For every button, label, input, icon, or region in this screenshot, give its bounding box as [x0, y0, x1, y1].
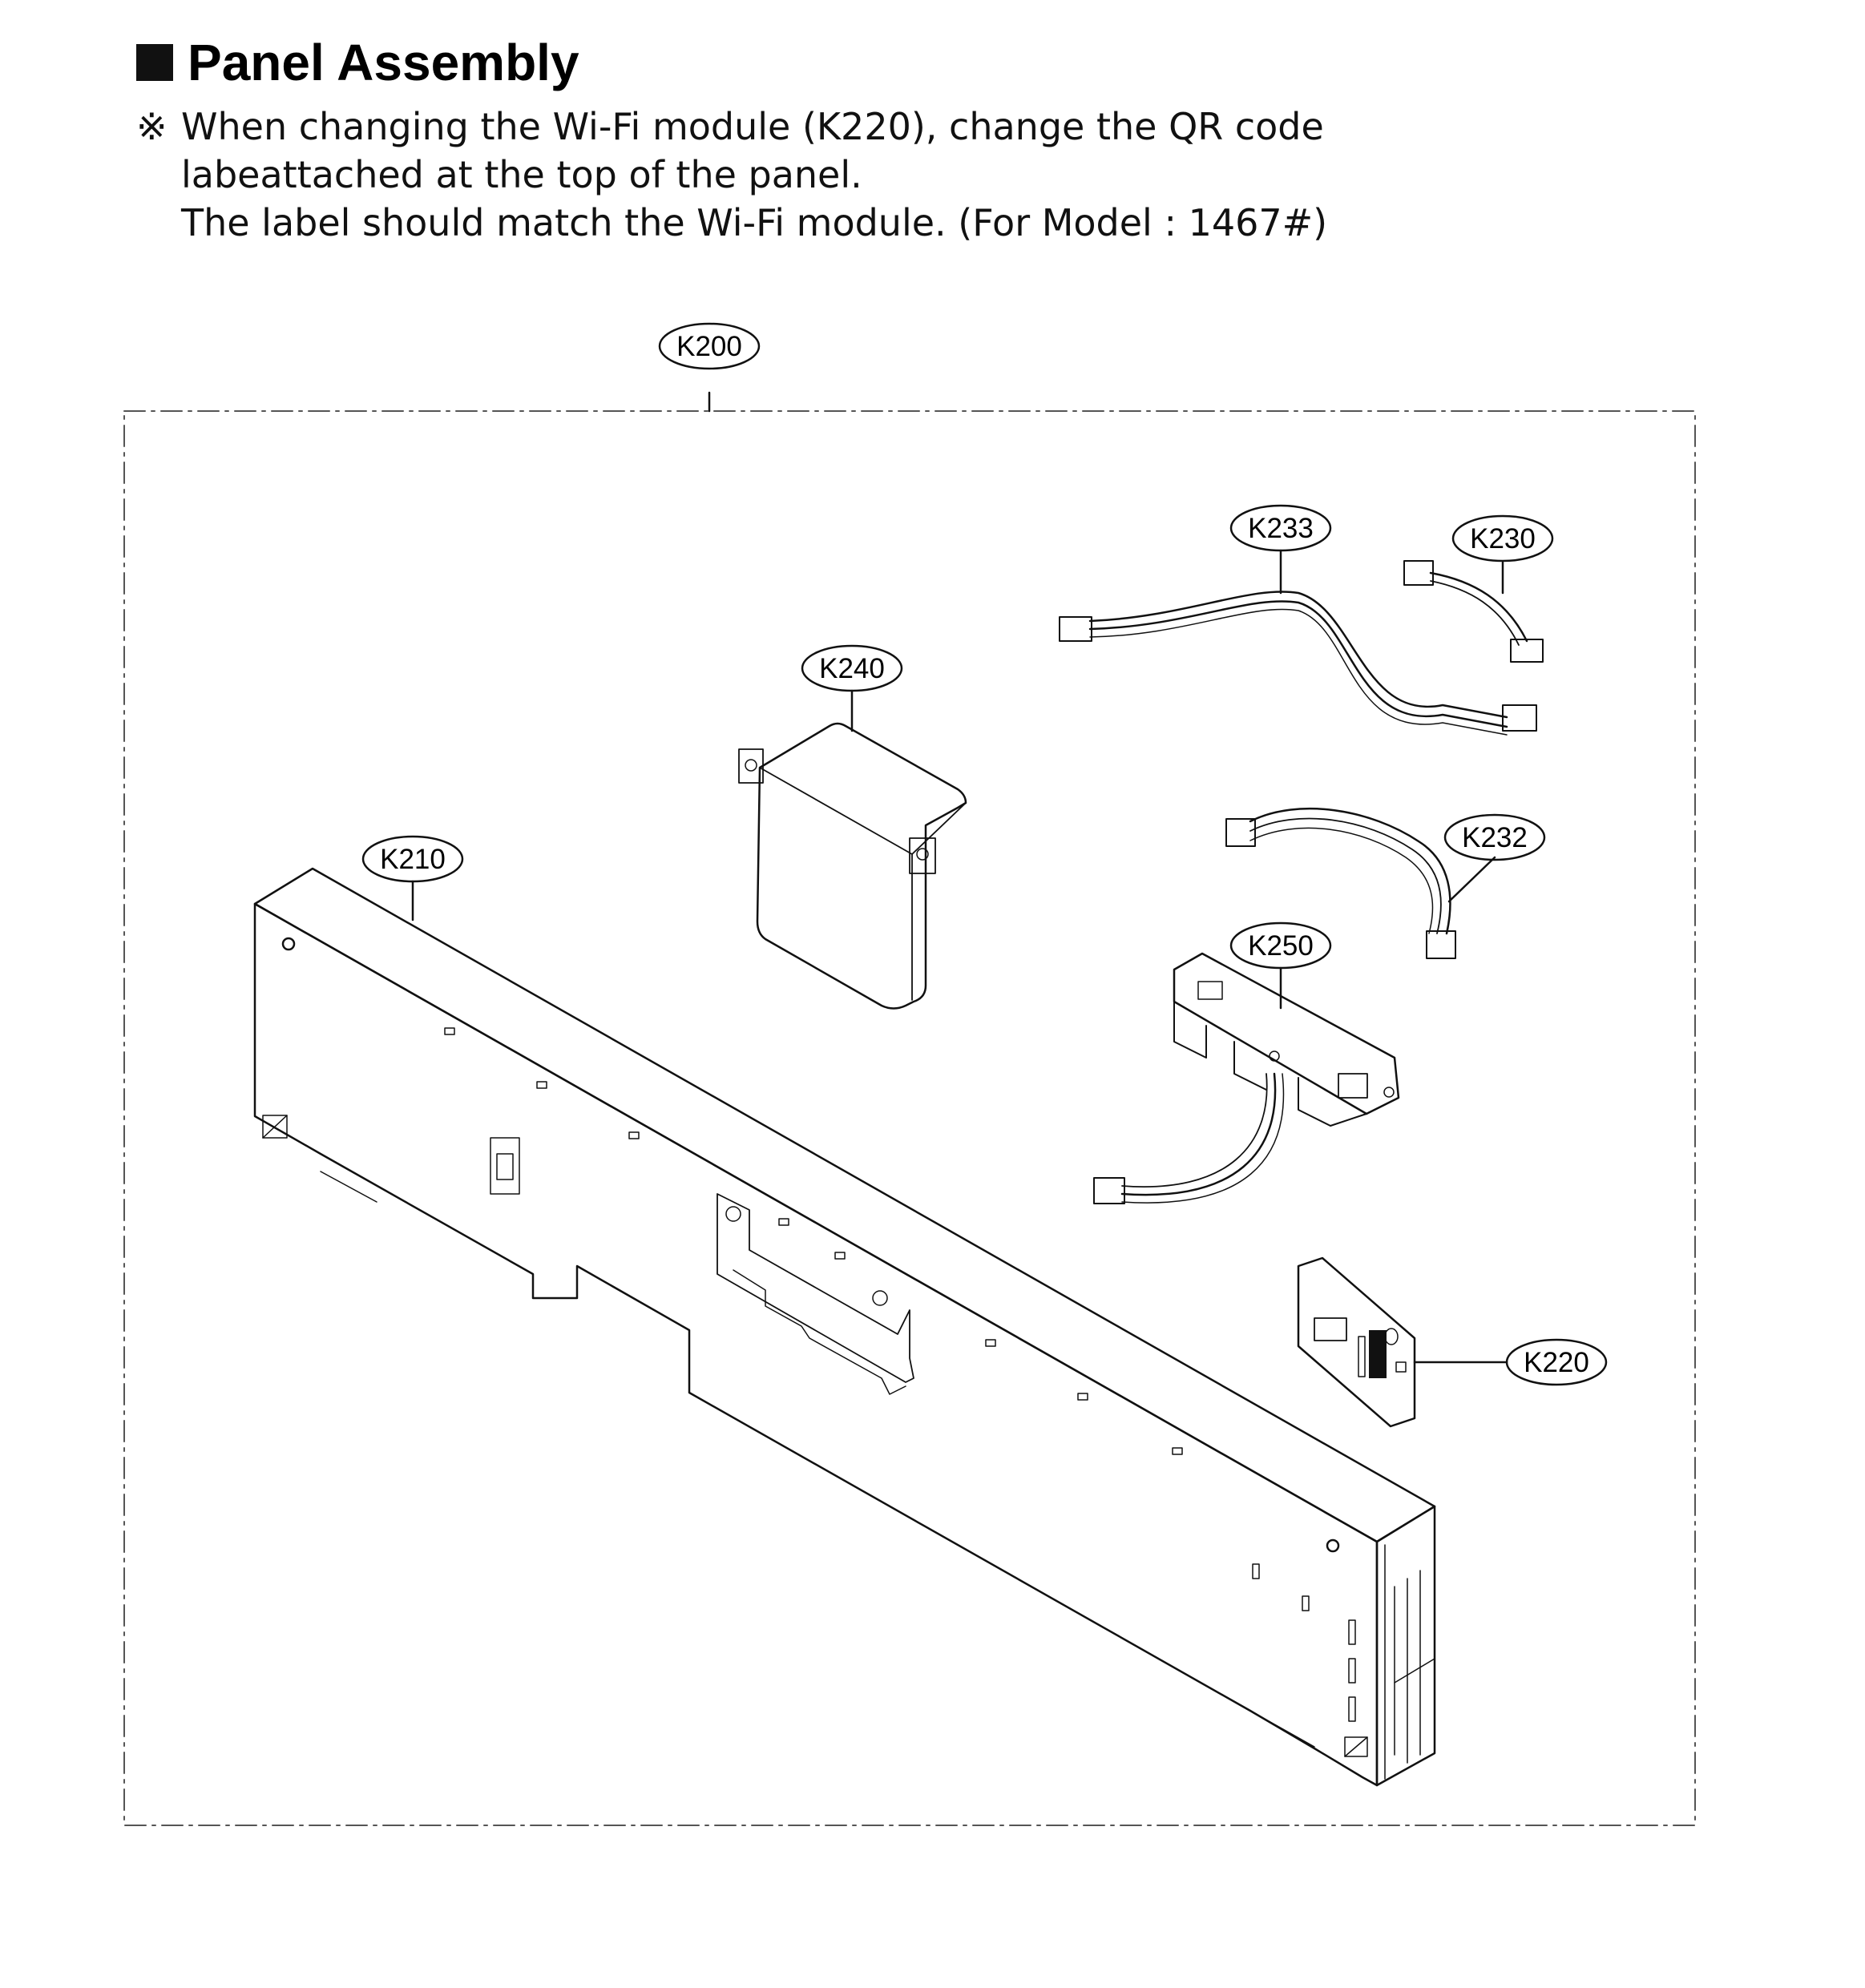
- callout-k200-label: K200: [676, 331, 742, 362]
- module-box-k240: [738, 722, 967, 1010]
- page-title: Panel Assembly: [136, 30, 579, 95]
- callout-k230-label: K230: [1470, 523, 1536, 554]
- callout-k240: K240: [801, 644, 903, 732]
- callout-k233: K233: [1229, 504, 1332, 595]
- black-square-icon: [136, 44, 173, 81]
- title-block: Panel Assembly: [136, 30, 579, 95]
- callout-k220: K220: [1413, 1338, 1608, 1386]
- callout-k250: K250: [1229, 921, 1332, 1010]
- note-line-1: When changing the Wi-Fi module (K220), c…: [181, 105, 1324, 148]
- callout-k233-label: K233: [1248, 513, 1314, 544]
- wire-harness-k233: [1059, 591, 1537, 736]
- sensor-bracket-k250: [1093, 952, 1400, 1204]
- note-line-3: The label should match the Wi-Fi module.…: [181, 201, 1328, 244]
- callout-k220-label: K220: [1524, 1347, 1589, 1378]
- callout-k240-label: K240: [819, 653, 885, 684]
- page-title-text: Panel Assembly: [188, 34, 579, 91]
- wire-harness-k232: [1225, 807, 1456, 959]
- main-panel-k210: [253, 867, 1436, 1787]
- callout-k250-label: K250: [1248, 930, 1314, 962]
- replacement-note: ※ When changing the Wi-Fi module (K220), …: [136, 103, 1327, 247]
- callout-k210-label: K210: [380, 844, 446, 875]
- callout-k232-label: K232: [1462, 822, 1528, 853]
- note-line-2: labeattached at the top of the panel.: [181, 153, 862, 196]
- reference-mark-icon: ※: [136, 105, 168, 148]
- callout-k232: K232: [1443, 813, 1546, 903]
- callout-k200: K200: [658, 322, 761, 413]
- wifi-module-k220: [1297, 1256, 1416, 1428]
- callout-k210: K210: [361, 835, 464, 921]
- assembly-boundary: [123, 410, 1696, 1826]
- wire-harness-k230: [1403, 560, 1544, 663]
- callout-k230: K230: [1451, 514, 1554, 595]
